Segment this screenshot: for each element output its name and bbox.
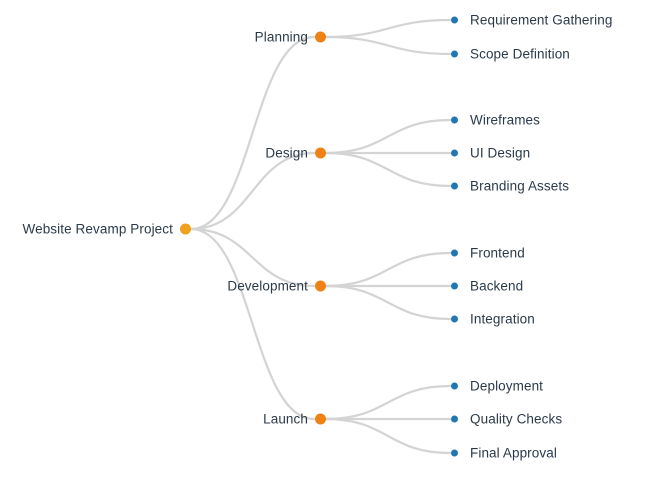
- leaf-node-dot[interactable]: [451, 382, 458, 390]
- node-label-branding-assets: Branding Assets: [470, 178, 570, 194]
- node-root[interactable]: Website Revamp Project: [22, 222, 191, 237]
- node-final-approval[interactable]: Final Approval: [451, 446, 557, 461]
- node-development[interactable]: Development: [227, 279, 326, 294]
- link-root-to-design: [189, 151, 316, 231]
- node-ui-design[interactable]: UI Design: [451, 146, 530, 161]
- link-development-to-frontend: [324, 251, 452, 288]
- node-label-final-approval: Final Approval: [470, 445, 557, 461]
- link-root-to-development: [189, 227, 316, 288]
- node-label-ui-design: UI Design: [470, 145, 531, 161]
- node-deployment[interactable]: Deployment: [451, 379, 543, 394]
- leaf-node-dot[interactable]: [451, 282, 458, 290]
- node-frontend[interactable]: Frontend: [451, 246, 525, 261]
- branch-node-dot[interactable]: [315, 413, 326, 425]
- node-design[interactable]: Design: [265, 146, 326, 161]
- node-label-frontend: Frontend: [470, 245, 525, 261]
- node-label-quality-checks: Quality Checks: [470, 411, 563, 427]
- node-label-design: Design: [265, 145, 308, 161]
- node-label-deployment: Deployment: [470, 378, 544, 394]
- node-requirement-gathering[interactable]: Requirement Gathering: [451, 13, 612, 28]
- leaf-node-dot[interactable]: [451, 182, 458, 190]
- branch-node-dot[interactable]: [315, 31, 326, 43]
- root-node-dot[interactable]: [180, 223, 191, 235]
- link-root-to-launch: [189, 227, 316, 421]
- link-launch-to-final-approval: [324, 417, 452, 455]
- link-design-to-branding-assets: [324, 151, 452, 188]
- leaf-node-dot[interactable]: [451, 315, 458, 323]
- node-quality-checks[interactable]: Quality Checks: [451, 412, 562, 427]
- node-scope-definition[interactable]: Scope Definition: [451, 47, 570, 62]
- node-label-root: Website Revamp Project: [22, 221, 173, 237]
- branch-node-dot[interactable]: [315, 280, 326, 292]
- node-label-requirement-gathering: Requirement Gathering: [470, 12, 613, 28]
- node-integration[interactable]: Integration: [451, 312, 535, 327]
- leaf-node-dot[interactable]: [451, 116, 458, 124]
- node-label-launch: Launch: [263, 411, 308, 427]
- node-branding-assets[interactable]: Branding Assets: [451, 179, 569, 194]
- leaf-node-dot[interactable]: [451, 415, 458, 423]
- node-launch[interactable]: Launch: [263, 412, 326, 427]
- node-wireframes[interactable]: Wireframes: [451, 113, 540, 128]
- node-planning[interactable]: Planning: [255, 30, 326, 45]
- link-design-to-wireframes: [324, 118, 452, 155]
- node-label-integration: Integration: [470, 311, 535, 327]
- node-label-development: Development: [227, 278, 308, 294]
- link-planning-to-requirement-gathering: [324, 18, 452, 39]
- node-label-scope-definition: Scope Definition: [470, 46, 570, 62]
- link-development-to-integration: [324, 284, 452, 321]
- leaf-node-dot[interactable]: [451, 149, 458, 157]
- branch-node-dot[interactable]: [315, 147, 326, 159]
- leaf-node-dot[interactable]: [451, 449, 458, 457]
- node-label-backend: Backend: [470, 278, 524, 294]
- leaf-node-dot[interactable]: [451, 249, 458, 257]
- node-label-wireframes: Wireframes: [470, 112, 541, 128]
- leaf-node-dot[interactable]: [451, 16, 458, 24]
- leaf-node-dot[interactable]: [451, 50, 458, 58]
- node-backend[interactable]: Backend: [451, 279, 523, 294]
- node-label-planning: Planning: [254, 29, 308, 45]
- link-launch-to-deployment: [324, 384, 452, 421]
- link-root-to-planning: [189, 35, 316, 231]
- link-planning-to-scope-definition: [324, 35, 452, 56]
